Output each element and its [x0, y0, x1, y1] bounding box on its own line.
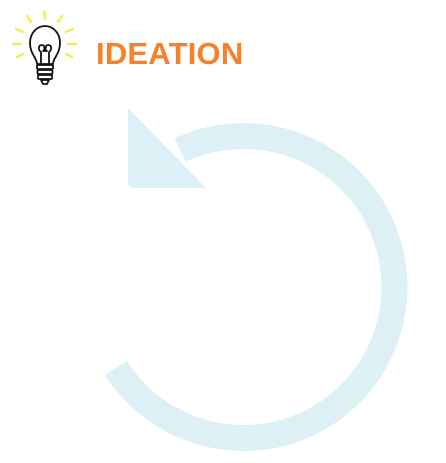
bulb-glow-rays [11, 9, 78, 59]
lightbulb-icon [11, 9, 78, 85]
cycle-arc [105, 123, 408, 452]
cycle-arrow-icon [105, 108, 408, 452]
stage-header: IDEATION [10, 8, 310, 90]
cycle-arrowhead [128, 108, 206, 188]
stage-title: IDEATION [96, 36, 244, 71]
